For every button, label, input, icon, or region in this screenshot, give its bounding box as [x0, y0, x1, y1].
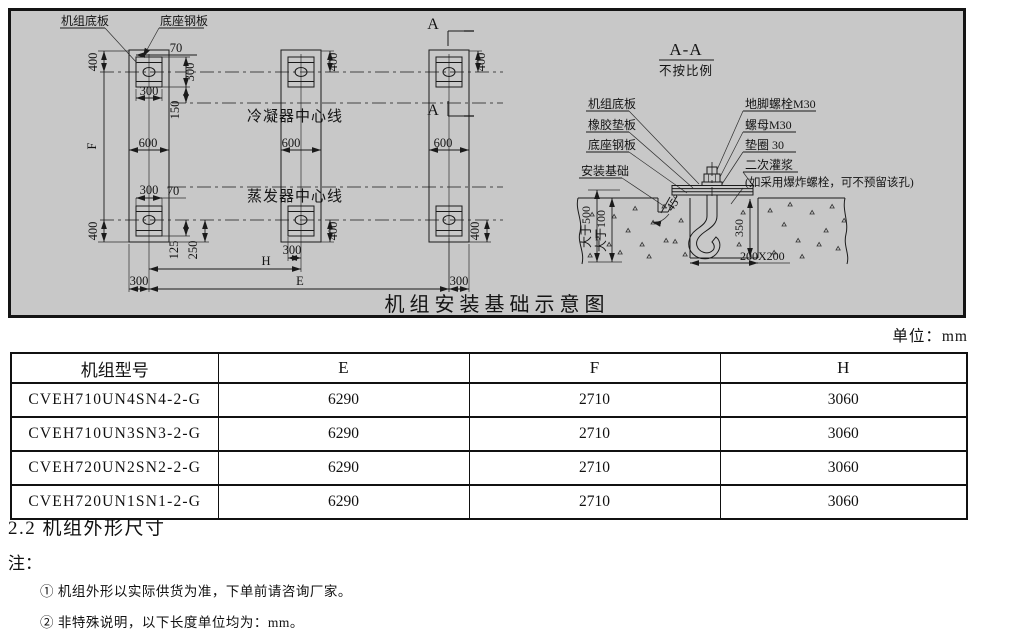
table-row: CVEH710UN3SN3-2-G 6290 2710 3060 [11, 416, 967, 451]
aa-scale-note: 不按比例 [659, 64, 713, 78]
col-header-f: F [468, 353, 720, 384]
cell-h: 3060 [719, 416, 967, 451]
cell-e: 6290 [217, 484, 469, 519]
aa-rubber-pad-label: 橡胶垫板 [588, 117, 636, 132]
dim-600-p3: 600 [434, 136, 453, 150]
aa-right-callouts: 地脚螺栓M30 螺母M30 垫圈 30 二次灌浆 (如采用爆炸螺栓，可不预留该孔… [716, 96, 914, 205]
cell-model: CVEH720UN2SN2-2-G [11, 450, 218, 485]
aa-base-steel-plate-label: 底座钢板 [588, 137, 636, 152]
cell-model: CVEH710UN4SN4-2-G [11, 382, 218, 417]
dim-gt500: 大于500 [579, 206, 593, 248]
cell-f: 2710 [468, 450, 720, 485]
plan-callouts: 机组底板 底座钢板 [60, 13, 208, 64]
table-row: CVEH720UN2SN2-2-G 6290 2710 3060 [11, 450, 967, 485]
dim-125: 125 [167, 241, 181, 260]
aa-title: A-A [669, 40, 702, 59]
aa-install-foundation-label: 安装基础 [581, 163, 629, 178]
dim-300-pad2-width: 300 [140, 183, 159, 197]
unit-base-plate-label: 机组底板 [61, 13, 109, 28]
section-cut-markers: A A [427, 16, 474, 119]
dim-400-p2-bottom: 400 [326, 222, 340, 241]
dim-H: H [261, 254, 270, 268]
col-header-e: E [217, 353, 469, 384]
dim-300-pad-height: 300 [183, 63, 197, 82]
note-item-1: ① 机组外形以实际供货为准，下单前请咨询厂家。 [40, 584, 352, 599]
pillar-width-dims: 600 600 600 [129, 136, 469, 153]
aa-nut-label: 螺母M30 [745, 118, 792, 132]
dim-400-bottom-left: 400 [86, 222, 100, 241]
dim-150: 150 [168, 101, 182, 120]
aa-bolt-assembly [671, 162, 754, 260]
cell-f: 2710 [468, 416, 720, 451]
pad-400-dims: 400 400 400 400 [321, 50, 491, 243]
left-dimension-chain: 400 F 400 [85, 50, 129, 243]
dim-300-br: 300 [450, 274, 469, 288]
aa-anchor-bolt-label: 地脚螺栓M30 [745, 96, 816, 111]
dim-400-p3-top: 400 [474, 53, 488, 72]
dim-350: 350 [732, 219, 746, 237]
cell-f: 2710 [468, 484, 720, 519]
dim-250: 250 [186, 241, 200, 260]
unit-note: 单位：mm [892, 328, 968, 345]
condenser-centerline-label: 冷凝器中心线 [247, 108, 343, 125]
dim-E: E [296, 274, 304, 288]
pillar2-bottom-dim: 300 [283, 237, 302, 261]
pillar1-bottom-dims: 300 70 125 250 [135, 183, 209, 260]
cell-e: 6290 [217, 382, 469, 417]
dim-400-p2-top: 400 [326, 53, 340, 72]
dim-600-p2: 600 [282, 136, 301, 150]
cell-e: 6290 [217, 450, 469, 485]
cell-f: 2710 [468, 382, 720, 417]
note-item-2: ② 非特殊说明，以下长度单位均为：mm。 [40, 615, 304, 630]
dim-400-top-left: 400 [86, 53, 100, 72]
aa-section-detail: A-A 不按比例 机组底板 橡胶垫板 底座钢板 安装基础 地脚螺栓M30 螺母M… [576, 40, 914, 266]
aa-washer-label: 垫圈 30 [745, 137, 784, 152]
cell-e: 6290 [217, 416, 469, 451]
base-plate-pads [135, 56, 463, 237]
table-row: CVEH710UN4SN4-2-G 6290 2710 3060 [11, 382, 967, 417]
base-steel-plate-label: 底座钢板 [160, 13, 208, 28]
cell-h: 3060 [719, 382, 967, 417]
aa-unit-base-plate-label: 机组底板 [588, 96, 636, 111]
dim-70-top: 70 [170, 41, 183, 55]
aa-explosive-bolt-note: (如采用爆炸螺栓，可不预留该孔) [745, 175, 914, 189]
dim-400-p3-bottom: 400 [468, 222, 482, 241]
cell-h: 3060 [719, 450, 967, 485]
col-header-model: 机组型号 [11, 353, 218, 384]
dim-300-p2-bottom: 300 [283, 243, 302, 257]
dim-300-bl: 300 [130, 274, 149, 288]
cell-model: CVEH710UN3SN3-2-G [11, 416, 218, 451]
evaporator-centerline-label: 蒸发器中心线 [247, 188, 343, 205]
dim-600-p1: 600 [139, 136, 158, 150]
col-header-h: H [719, 353, 967, 384]
dim-200x200: 200X200 [740, 249, 785, 263]
table-row: CVEH720UN1SN1-2-G 6290 2710 3060 [11, 484, 967, 519]
table-header-row: 机组型号 E F H [11, 353, 967, 384]
dimension-table: 机组型号 E F H CVEH710UN4SN4-2-G 6290 2710 3… [10, 352, 968, 520]
cell-h: 3060 [719, 484, 967, 519]
section-marker-a-mid: A [427, 102, 439, 119]
aa-secondary-grout-label: 二次灌浆 [745, 157, 793, 172]
cell-model: CVEH720UN1SN1-2-G [11, 484, 218, 519]
section-heading: 2.2 机组外形尺寸 [8, 518, 166, 539]
overall-dims: H 300 E 300 [128, 238, 470, 292]
pillar1-top-dims: 70 300 300 150 [135, 41, 197, 120]
dim-gt100: 大于100 [594, 210, 608, 252]
dim-300-pad-width: 300 [140, 84, 159, 98]
section-marker-a-top: A [427, 16, 439, 33]
aa-left-callouts: 机组底板 橡胶垫板 底座钢板 安装基础 [579, 96, 700, 209]
dim-F: F [85, 142, 99, 149]
notes-label: 注： [8, 554, 42, 573]
aa-concrete [576, 195, 849, 265]
dim-70-bottom: 70 [167, 184, 180, 198]
drawing-title: 机组安装基础示意图 [385, 293, 610, 316]
